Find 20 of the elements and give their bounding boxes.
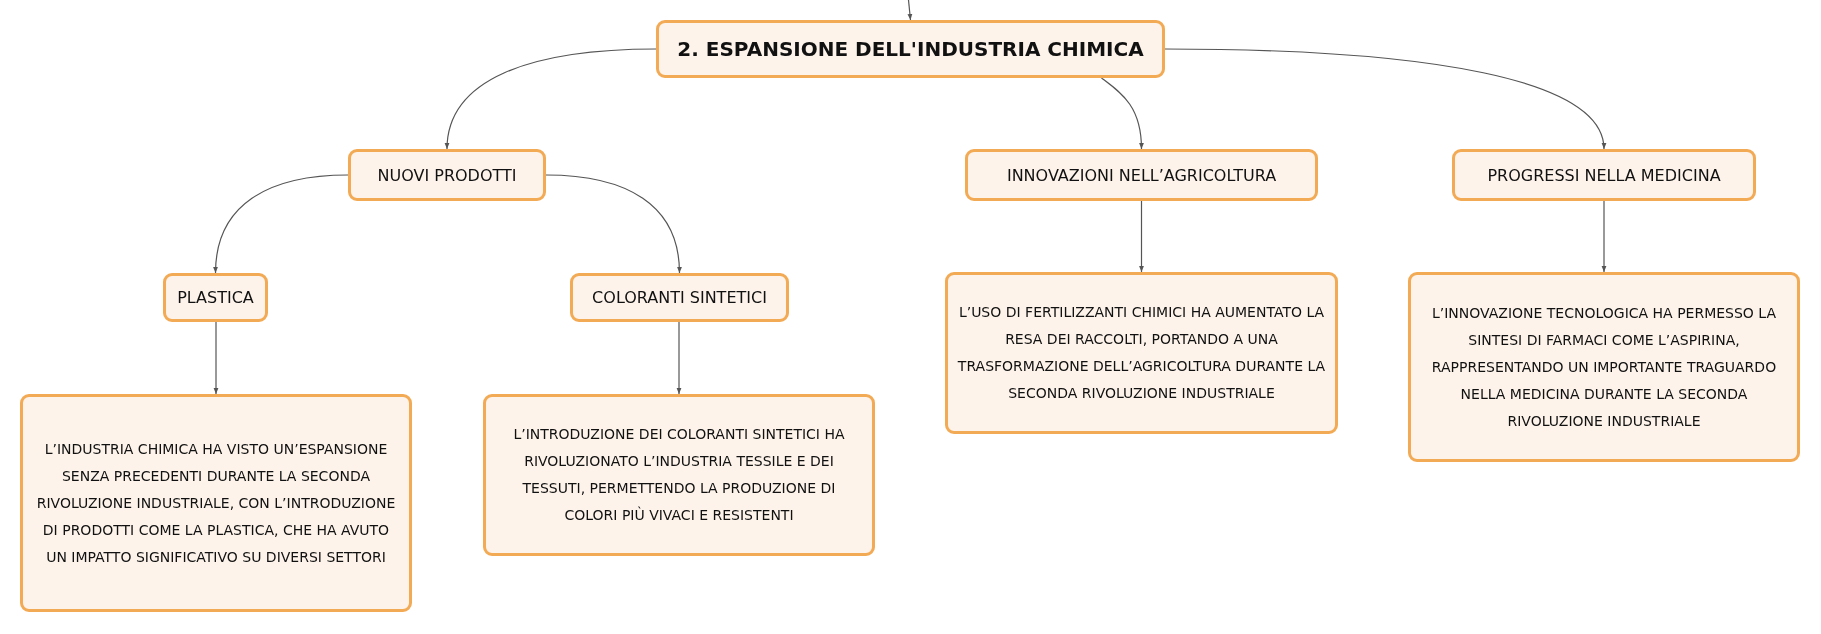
topic-box: COLORANTI SINTETICI: [570, 273, 789, 322]
topic-box: INNOVAZIONI NELL’AGRICOLTURA: [965, 149, 1318, 201]
arrow: [213, 174, 349, 274]
arrow: [445, 48, 657, 150]
arrow: [676, 321, 682, 395]
title-box: 2. ESPANSIONE DELL'INDUSTRIA CHIMICA: [656, 20, 1165, 78]
arrow: [907, 0, 913, 21]
topic-box: PROGRESSI NELLA MEDICINA: [1452, 149, 1756, 201]
arrow: [1601, 200, 1607, 273]
description-box: L’INTRODUZIONE DEI COLORANTI SINTETICI HA RIVOLUZIONATO L’INDUSTRIA TESSILE E DEI TESSUTI, PERMETTENDO LA PRODUZIONE DI COLORI PIÙ VIVACI E RESISTENTI: [483, 394, 875, 556]
description-box: L’INNOVAZIONE TECNOLOGICA HA PERMESSO LA SINTESI DI FARMACI COME L’ASPIRINA, RAPPRESENTANDO UN IMPORTANTE TRAGUARDO NELLA MEDICINA DURANTE LA SECONDA RIVOLUZIONE INDUSTRIALE: [1408, 272, 1800, 462]
arrow: [1139, 200, 1144, 273]
arrow: [213, 321, 219, 395]
description-box: L’USO DI FERTILIZZANTI CHIMICI HA AUMENTATO LA RESA DEI RACCOLTI, PORTANDO A UNA TRASFORMAZIONE DELL’AGRICOLTURA DURANTE LA SECONDA RIVOLUZIONE INDUSTRIALE: [945, 272, 1338, 434]
arrow: [545, 174, 682, 274]
arrow: [1100, 77, 1144, 150]
topic-box: NUOVI PRODOTTI: [348, 149, 546, 201]
description-box: L’INDUSTRIA CHIMICA HA VISTO UN’ESPANSIONE SENZA PRECEDENTI DURANTE LA SECONDA RIVOLUZIONE INDUSTRIALE, CON L’INTRODUZIONE DI PRODOTTI COME LA PLASTICA, CHE HA AVUTO UN IMPATTO SIGNIFICATIVO SU DIVERSI SETTORI: [20, 394, 412, 612]
arrow: [1164, 48, 1606, 150]
topic-box: PLASTICA: [163, 273, 268, 322]
